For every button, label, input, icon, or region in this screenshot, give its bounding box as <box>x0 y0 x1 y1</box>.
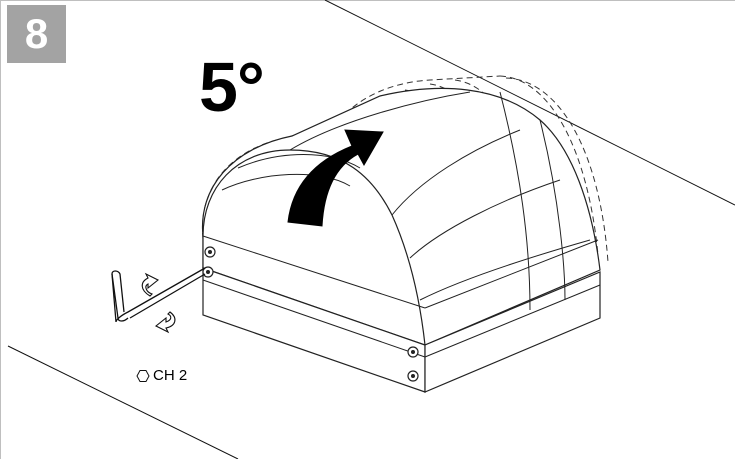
hex-key-tool <box>111 267 206 323</box>
housing-detail-lines <box>202 91 599 311</box>
hex-key-icon <box>136 369 150 382</box>
base-rails <box>202 279 601 392</box>
rotation-angle-label: 5° <box>199 48 265 126</box>
turn-direction-arrows <box>141 272 176 334</box>
tool-callout: CH 2 <box>136 367 187 384</box>
screw-rear-top <box>407 346 419 358</box>
camera-housing <box>201 87 601 393</box>
screw-rear-bottom <box>407 370 419 382</box>
screw-front-left <box>204 246 216 258</box>
step-number: 8 <box>24 10 49 57</box>
rotation-arrow-icon <box>287 129 384 227</box>
step-badge: 8 <box>7 5 66 63</box>
screw-front-bottom <box>202 266 214 278</box>
pole-bottom-line <box>7 345 239 459</box>
pole-top-line <box>324 0 735 206</box>
tool-size-label: CH 2 <box>153 367 188 384</box>
